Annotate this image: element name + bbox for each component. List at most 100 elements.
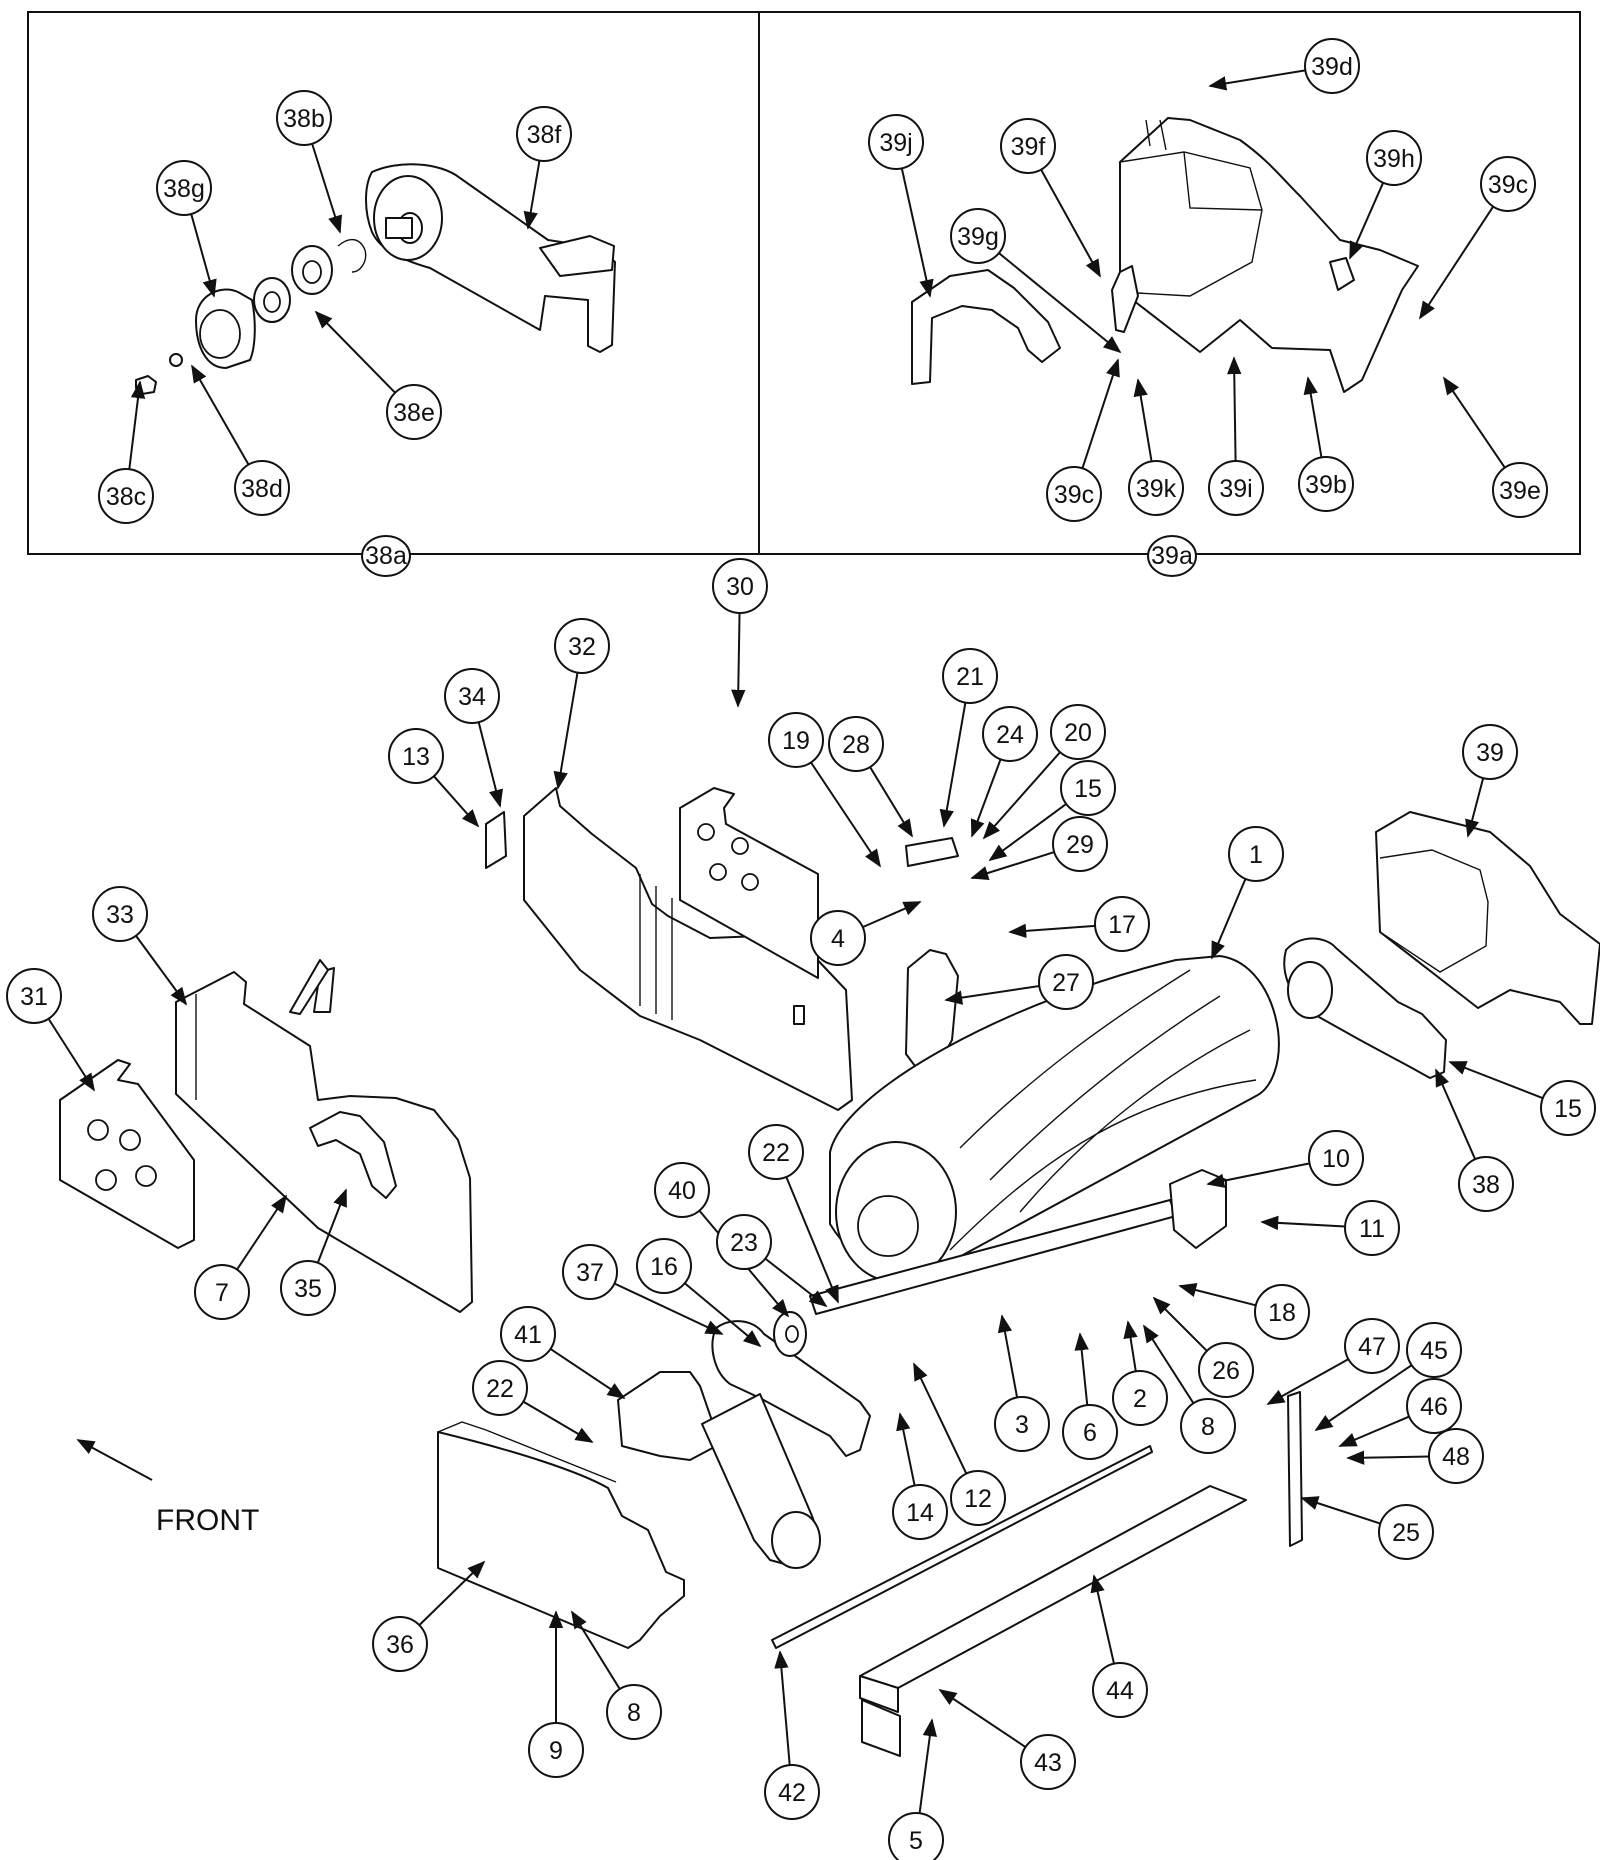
inset-label-bubble [1147, 535, 1197, 577]
leader-line [918, 1718, 937, 1814]
callout-39k: 39k [1128, 378, 1184, 516]
callout-number: 36 [386, 1631, 414, 1659]
callout-10: 10 [1206, 1130, 1364, 1188]
callout-6: 6 [1062, 1332, 1118, 1460]
inset-39a-drawing [911, 117, 1419, 393]
callout-number: 31 [20, 983, 48, 1011]
callout-39c-bot: 39c [1046, 358, 1120, 522]
callout-number: 14 [906, 1499, 934, 1527]
callout-27: 27 [944, 954, 1094, 1010]
callout-bubble [654, 1162, 710, 1218]
callout-number: 39f [1011, 133, 1046, 161]
leader-line [316, 1188, 347, 1264]
callout-21: 21 [939, 648, 998, 828]
callout-38e: 38e [314, 310, 442, 440]
callout-number: 32 [568, 633, 596, 661]
leader-line [731, 612, 746, 708]
callout-number: 40 [668, 1177, 696, 1205]
leader-line [477, 721, 503, 808]
leader-line [1448, 1061, 1544, 1100]
callout-bubble [1254, 1284, 1310, 1340]
callout-bubble [1198, 1342, 1254, 1398]
leader-line [997, 1314, 1019, 1398]
leader-line [1346, 1450, 1430, 1465]
callout-number: 30 [726, 573, 754, 601]
callout-bubble [888, 1812, 944, 1860]
callout-39e: 39e [1442, 376, 1548, 518]
callout-bubble [372, 1616, 428, 1672]
leader-line [549, 1348, 626, 1399]
callout-bubble [950, 208, 1006, 264]
leader-line [191, 364, 250, 466]
callout-bubble [868, 114, 924, 170]
callout-bubble [1020, 1734, 1076, 1790]
leader-line [1208, 69, 1306, 91]
callout-bubble [276, 90, 332, 146]
callout-45: 45 [1314, 1322, 1462, 1432]
callout-bubble [528, 1722, 584, 1778]
callout-number: 42 [778, 1779, 806, 1807]
callout-13: 13 [388, 728, 480, 828]
callout-bubble [1492, 462, 1548, 518]
leader-line [684, 1282, 762, 1348]
callout-bubble [1298, 456, 1354, 512]
leader-line [1260, 1215, 1346, 1231]
callout-15a: 15 [988, 760, 1116, 862]
inset-label-text: 39a [1151, 542, 1193, 570]
callout-bubble [636, 1238, 692, 1294]
callout-number: 39j [879, 129, 912, 157]
callout-bubble [942, 648, 998, 704]
callout-number: 39d [1311, 53, 1353, 81]
callout-bubble [768, 712, 824, 768]
callout-number: 38d [241, 475, 283, 503]
callout-number: 39k [1136, 475, 1177, 503]
callout-number: 12 [964, 1485, 992, 1513]
callout-39c-top: 39c [1419, 156, 1536, 320]
callout-number: 5 [909, 1827, 923, 1855]
callout-bubble [950, 1470, 1006, 1526]
callout-bubble [562, 1244, 618, 1300]
callout-bubble [1112, 1370, 1168, 1426]
callout-bubble [716, 1214, 772, 1270]
callout-46: 46 [1338, 1378, 1462, 1447]
callout-number: 9 [549, 1737, 563, 1765]
callout-bubble [828, 716, 884, 772]
leader-line [190, 213, 217, 298]
callout-number: 39e [1499, 477, 1541, 505]
leader-line [1303, 376, 1323, 458]
front-indicator: FRONT [76, 1439, 259, 1537]
callout-number: 7 [215, 1279, 229, 1307]
callout-bubble [516, 106, 572, 162]
callout-number: 16 [650, 1253, 678, 1281]
callout-19: 19 [768, 712, 881, 868]
leader-line [1314, 1364, 1413, 1432]
callout-36: 36 [372, 1560, 486, 1672]
leader-line [523, 160, 541, 230]
callout-30: 30 [712, 558, 768, 708]
callout-38d: 38d [191, 364, 290, 516]
leader-line [433, 775, 480, 828]
callout-bubble [1366, 130, 1422, 186]
callout-number: 48 [1442, 1443, 1470, 1471]
callout-bubble [1050, 704, 1106, 760]
callout-bubble [1378, 1504, 1434, 1560]
callout-bubble [1000, 118, 1056, 174]
leader-line [1266, 1358, 1349, 1405]
callout-bubble [1092, 1662, 1148, 1718]
callout-24: 24 [970, 706, 1038, 838]
callout-39f: 39f [1000, 118, 1101, 278]
leader-line [236, 1194, 287, 1271]
callout-bubble [1038, 954, 1094, 1010]
callout-bubble [1344, 1200, 1400, 1256]
callout-number: 34 [458, 683, 486, 711]
callout-bubble [1308, 1130, 1364, 1186]
inset-label-bubble [361, 535, 411, 577]
callout-bubble [92, 886, 148, 942]
callout-18: 18 [1178, 1283, 1310, 1340]
callout-number: 22 [486, 1375, 514, 1403]
callout-bubble [810, 910, 866, 966]
callout-bubble [712, 558, 768, 614]
callout-number: 19 [782, 727, 810, 755]
callout-8a: 8 [1143, 1324, 1236, 1454]
leader-line [1008, 923, 1096, 939]
